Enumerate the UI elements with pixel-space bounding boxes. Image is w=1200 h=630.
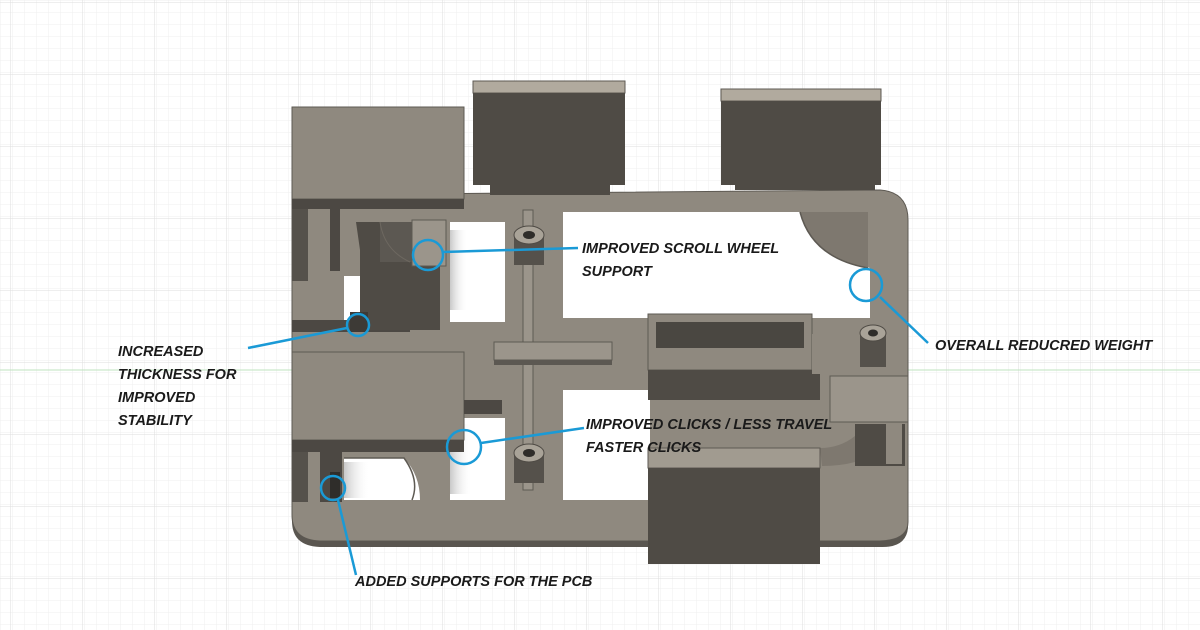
annotation-scroll-wheel-line2: SUPPORT (582, 264, 652, 280)
annotation-clicks: IMPROVED CLICKS / LESS TRAVEL FASTER CLI… (586, 414, 832, 460)
bottom-left-block (291, 351, 502, 502)
callouts (247, 238, 929, 576)
annotation-scroll-wheel: IMPROVED SCROLL WHEEL SUPPORT (582, 238, 779, 284)
callout-clicks (445, 426, 585, 466)
annotation-thickness-line2: THICKNESS FOR (118, 367, 237, 383)
top-center-tower (472, 80, 626, 195)
annotation-scroll-wheel-line1: IMPROVED SCROLL WHEEL (582, 241, 780, 257)
annotation-thickness: INCREASED THICKNESS FOR IMPROVED STABILI… (118, 341, 236, 433)
annotation-clicks-line1: IMPROVED CLICKS / LESS TRAVEL (586, 417, 833, 433)
standoff-post-right (859, 324, 887, 367)
annotation-pcb-line1: ADDED SUPPORTS FOR THE PCB (355, 574, 593, 590)
annotation-weight: OVERALL REDUCRED WEIGHT (935, 335, 1152, 358)
annotation-thickness-line3: IMPROVED (118, 390, 196, 406)
callout-thickness (247, 312, 371, 350)
annotation-clicks-line2: FASTER CLICKS (586, 440, 702, 456)
cross-rib (493, 209, 613, 491)
mouse-shell-part (291, 80, 909, 564)
corner-curve-bottom-left (344, 457, 416, 501)
annotation-thickness-line1: INCREASED (118, 344, 204, 360)
base-plate-edge (292, 515, 908, 548)
bottom-right-tower (647, 447, 821, 564)
standoff-post-top (513, 225, 545, 265)
callout-scroll-wheel (411, 238, 579, 272)
callout-pcb (319, 474, 358, 576)
callout-weight (848, 267, 929, 344)
top-right-tower (720, 88, 882, 190)
standoff-post-bottom (513, 443, 545, 483)
corner-curve-top-right (800, 212, 868, 268)
annotation-weight-line1: OVERALL REDUCRED WEIGHT (935, 338, 1153, 354)
annotation-pcb: ADDED SUPPORTS FOR THE PCB (355, 571, 592, 594)
annotation-thickness-line4: STABILITY (118, 413, 192, 429)
button-housing (647, 313, 909, 466)
